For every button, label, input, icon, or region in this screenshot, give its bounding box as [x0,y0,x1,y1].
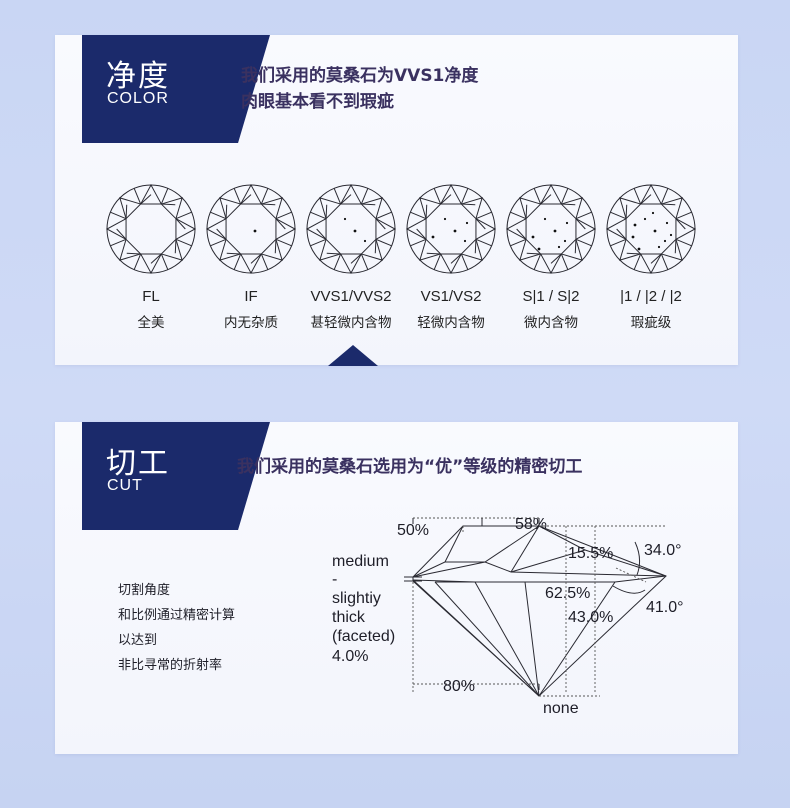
inclusion-dot [537,247,541,251]
inclusion-dot [565,221,569,225]
girdle-label: medium - slightiy thick (faceted) 4.0% [332,553,395,665]
measurement-ticks [404,518,540,690]
grade-code: VS1/VS2 [420,288,482,305]
clarity-tag-subtitle: COLOR [107,90,169,107]
grade-vvs: VVS1/VVS2 甚轻微内含物 [303,183,399,331]
clarity-headline-line1: 我们采用的莫桑石为VVS1净度 [241,66,479,86]
diamond-top-view-icon [405,183,497,275]
inclusion-dot [453,229,457,233]
grade-vs: VS1/VS2 轻微内含物 [403,183,499,331]
grade-name: 瑕疵级 [630,315,672,331]
grade-code: IF [244,288,258,305]
inclusion-dot [253,229,257,233]
diamond-top-view-icon [305,183,397,275]
clarity-tag: 净度 COLOR [82,35,270,143]
diamond-top-view-icon [105,183,197,275]
cut-tag-title: 切工 [106,446,170,481]
total-depth-label: 62.5% [545,585,590,602]
diamond-top-view-icon [605,183,697,275]
cut-description-line: 切割角度 [118,583,171,598]
diamond-top-view-icon [205,183,297,275]
girdle-label-line: (faceted) [332,628,395,645]
grade-name: 微内含物 [524,315,578,331]
clarity-tag-title: 净度 [106,59,170,94]
cut-description: 切割角度 和比例通过精密计算 以达到 非比寻常的折射率 [118,578,235,678]
inclusion-dot [353,229,357,233]
grade-si: S|1 / S|2 微内含物 [503,183,599,331]
inclusion-dot [463,239,467,243]
grade-fl: FL 全美 [103,183,199,331]
inclusion-dot [543,217,547,221]
cut-headline: 我们采用的莫桑石选用为“优”等级的精密切工 [237,457,583,477]
cut-tag-subtitle: CUT [107,477,143,494]
grade-name: 甚轻微内含物 [310,315,392,331]
inclusion-dot [465,221,469,225]
clarity-headline-line2: 肉眼基本看不到瑕疵 [241,92,394,112]
cut-card: 切工 CUT 我们采用的莫桑石选用为“优”等级的精密切工 切割角度 和比例通过精… [55,422,738,754]
grade-code: FL [142,288,160,305]
inclusion-dot [431,235,435,239]
inclusion-dot [665,221,669,225]
inclusion-dot [531,235,535,239]
crown-angle-label: 34.0° [644,542,682,559]
grade-name: 内无杂质 [224,315,278,331]
inclusion-dot [553,229,557,233]
girdle-label-line: slightiy [332,590,381,607]
inclusion-dot [637,247,641,251]
clarity-card: 净度 COLOR 我们采用的莫桑石为VVS1净度 肉眼基本看不到瑕疵 FL 全美… [55,35,738,366]
inclusion-dot [653,229,657,233]
inclusion-dot [651,211,655,215]
inclusion-dot [343,217,347,221]
pavilion-angle-label: 41.0° [646,599,684,616]
diamond-profile [412,525,667,697]
girdle-label-line: thick [332,609,366,626]
cut-description-line: 非比寻常的折射率 [118,658,223,673]
girdle-label-line: medium [332,553,389,570]
crown-height-label: 15.5% [568,545,613,562]
grade-code: |1 / |2 / |2 [620,288,682,305]
inclusion-dot [363,239,367,243]
grade-i: |1 / |2 / |2 瑕疵级 [603,183,699,331]
cut-description-line: 以达到 [118,633,158,648]
crown-angle-arc [634,541,641,576]
culet-label: none [543,700,579,717]
grade-name: 轻微内含物 [417,315,485,331]
pavilion-depth-label: 43.0% [568,609,613,626]
inclusion-dot [631,235,635,239]
inclusion-dot [563,239,567,243]
pavilion-angle-arc [612,585,646,594]
selected-grade-pointer [328,345,378,366]
diamond-top-view-icon [505,183,597,275]
inclusion-dot [443,217,447,221]
inclusion-dot [669,233,673,237]
measurement-guides [412,517,666,697]
grade-if: IF 内无杂质 [203,183,299,331]
cut-tag: 切工 CUT [82,422,270,530]
girdle-label-line: 4.0% [332,648,368,665]
clarity-grade-scale: FL 全美 IF 内无杂质 VVS1/VVS2 甚轻微内含物 VS1/VS2 轻… [103,183,703,333]
girdle-label-line: - [332,571,337,588]
inclusion-dot [633,223,637,227]
clarity-headline: 我们采用的莫桑石为VVS1净度 肉眼基本看不到瑕疵 [241,63,478,115]
grade-name: 全美 [137,315,165,331]
lower-half-label: 80% [443,678,475,695]
grade-code: S|1 / S|2 [522,288,580,305]
inclusion-dot [663,239,667,243]
grade-code: VVS1/VVS2 [310,288,392,305]
cut-proportion-diagram: 50% 58% 15.5% 34.0° 62.5% 43.0% 41.0° 80… [332,516,684,717]
inclusion-dot [643,217,647,221]
inclusion-dot [657,245,661,249]
cut-description-line: 和比例通过精密计算 [118,608,236,623]
crown-pct-label: 50% [397,522,429,539]
inclusion-dot [557,245,561,249]
table-pct-label: 58% [515,516,547,533]
